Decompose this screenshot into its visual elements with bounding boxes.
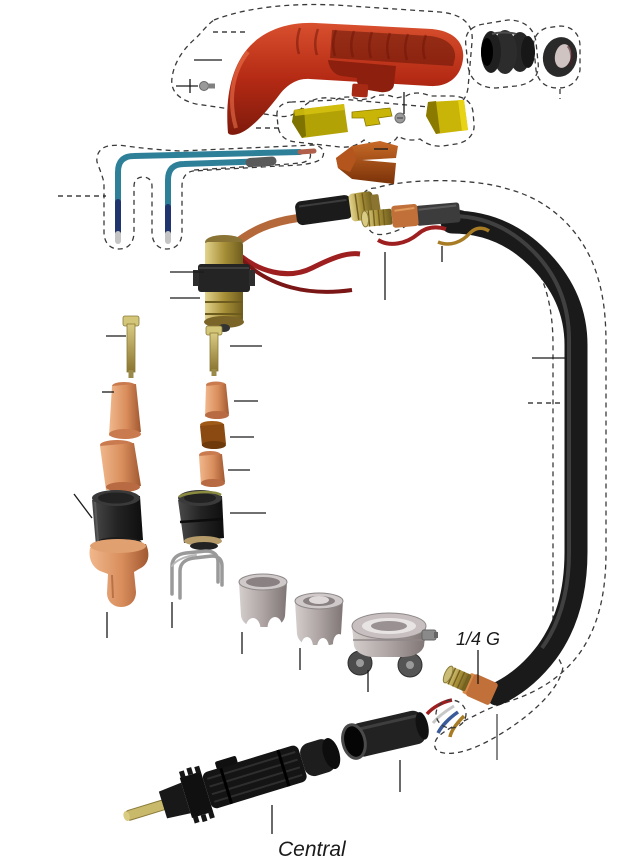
cable-wire-yellow-top (437, 226, 490, 246)
cable-wire-yellow-bottom (448, 714, 466, 738)
trigger-screw (394, 112, 406, 124)
handle-highlight (230, 50, 250, 129)
roller-guide (347, 612, 438, 678)
roller-screw (421, 629, 437, 641)
grommet-bushing (481, 30, 535, 74)
boot-ring (542, 37, 578, 77)
wire-bundle-outline (435, 699, 467, 729)
tubes-inner-outline (193, 152, 312, 171)
gouging-shield (89, 539, 149, 607)
nozzle-short (205, 381, 229, 419)
cable-top-tube (415, 202, 461, 226)
dashed-outlines (96, 3, 607, 754)
handle-outline (171, 3, 473, 118)
head-wire-red-2 (238, 256, 353, 294)
cable-wire-white-bottom (431, 704, 455, 724)
head-switch-band (198, 264, 250, 292)
swirl-ring (200, 421, 226, 449)
cable-top-fitting (360, 208, 393, 228)
trigger-tab (351, 83, 369, 98)
cable-wire-red-bottom (425, 698, 453, 716)
torch-cable-assembly (360, 202, 588, 738)
trigger-housing (328, 60, 396, 93)
tubes-outline (96, 144, 325, 250)
cable-bottom-fitting (442, 665, 498, 705)
torch-head (193, 191, 381, 332)
handle-shell (227, 22, 464, 135)
cable-outline (360, 179, 607, 754)
trigger-switch-set (292, 100, 468, 138)
wire-standoff-guide (170, 549, 224, 600)
central-connector (123, 738, 341, 824)
trigger-lever (351, 107, 393, 127)
leg-spacer (294, 592, 345, 658)
crown-spacer (238, 573, 288, 640)
air-tube-long (115, 148, 317, 244)
cable-wire-red-top (376, 225, 447, 246)
trigger-outline (276, 92, 475, 148)
strain-relief-sleeve (341, 710, 429, 760)
air-tube-short (165, 156, 277, 244)
leader-lines (58, 31, 566, 834)
electrode-short (205, 325, 223, 376)
cable-highlight (451, 214, 571, 650)
nozzle-long-2 (100, 440, 141, 492)
cable (440, 210, 588, 706)
retaining-cap-shielded (178, 490, 224, 550)
handle-ribs (296, 27, 428, 61)
cable-top-collar (391, 204, 419, 228)
handle-screw (199, 81, 215, 91)
head-wire-red-1 (234, 250, 361, 277)
connector-pin (125, 799, 167, 821)
trigger-bracket (336, 141, 398, 184)
cable-wire-blue-bottom (436, 710, 460, 734)
central-label: Central (278, 838, 347, 861)
head-cable-sleeve (295, 195, 353, 226)
nozzle-tip (199, 451, 225, 487)
grommet-outline (464, 19, 539, 89)
thread-size-label: 1/4 G (456, 629, 500, 649)
electrode-long (122, 315, 140, 378)
nozzle-long (109, 382, 141, 439)
